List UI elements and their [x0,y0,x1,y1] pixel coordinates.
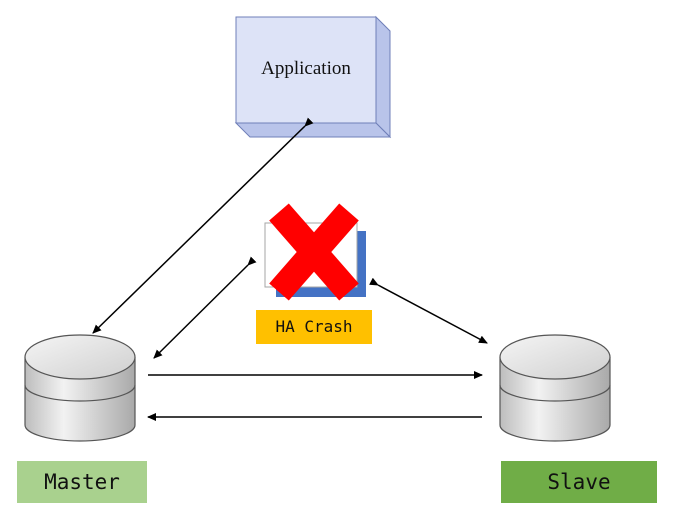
master-label: Master [17,461,147,503]
application-label: Application [261,58,351,79]
master-database-icon [24,334,136,442]
ha-crash-label: HA Crash [256,310,372,344]
slave-database-icon [499,334,611,442]
slave-label: Slave [501,461,657,503]
app-master-connector [92,117,314,334]
ha-slave-connector [369,277,488,344]
ha-master-connector [153,256,257,359]
